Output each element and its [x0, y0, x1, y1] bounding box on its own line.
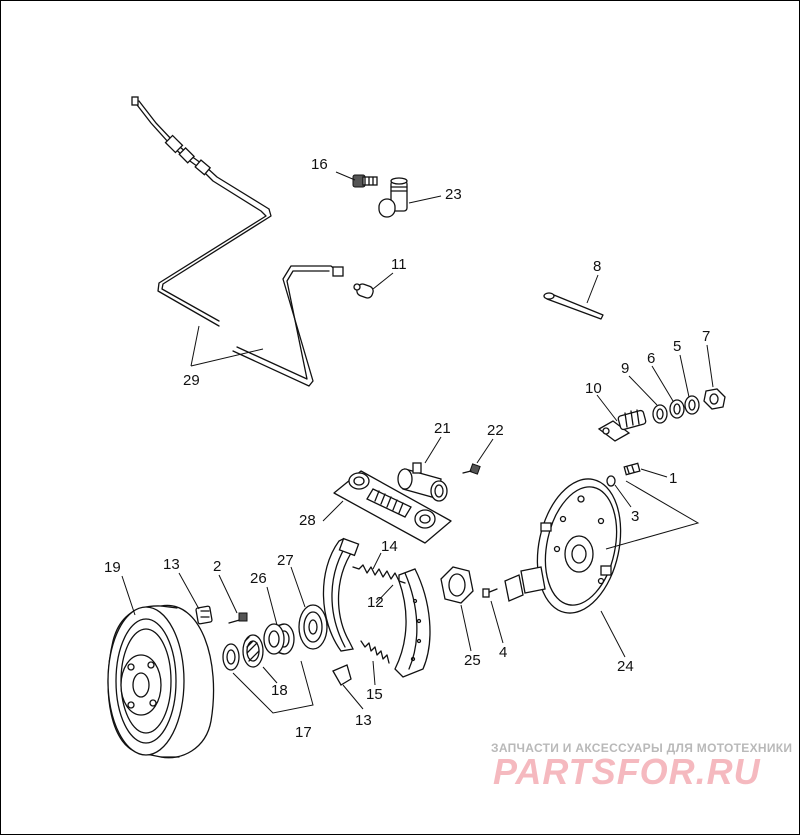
callout-6: 6 [647, 350, 655, 367]
callout-2: 2 [213, 558, 221, 575]
bolt-1 [623, 462, 641, 476]
axle-nut-25 [440, 566, 474, 604]
callout-5: 5 [673, 338, 681, 355]
callout-27: 27 [277, 552, 294, 569]
cylinder-kit-28 [333, 470, 452, 544]
washer-9 [652, 404, 668, 424]
spacer-26 [263, 623, 295, 655]
retainer-clip-13-top [195, 605, 213, 625]
brake-drum-19 [107, 604, 215, 759]
seal-17 [222, 643, 240, 671]
callout-1: 1 [669, 470, 677, 487]
screw-2 [228, 612, 248, 624]
callout-26: 26 [250, 570, 267, 587]
return-spring-14 [352, 564, 406, 584]
brake-shoe-left [322, 537, 360, 652]
adjuster-4 [482, 566, 546, 602]
retainer-clip-13-bottom [332, 664, 352, 686]
callout-3: 3 [631, 508, 639, 525]
backing-plate-24 [536, 478, 622, 614]
callout-9: 9 [621, 360, 629, 377]
callout-15: 15 [366, 686, 383, 703]
callout-17: 17 [295, 724, 312, 741]
brake-shoe-12 [394, 568, 431, 678]
callout-11: 11 [391, 256, 407, 273]
washer-5 [684, 395, 700, 415]
callout-19: 19 [104, 559, 121, 576]
bleed-valve-11 [353, 283, 374, 299]
callout-23: 23 [445, 186, 462, 203]
callout-25: 25 [464, 652, 481, 669]
banjo-bolt-16 [352, 174, 378, 188]
callout-18: 18 [271, 682, 288, 699]
banjo-fitting-23 [378, 177, 408, 218]
washer-6 [669, 399, 685, 419]
leader-lines [121, 171, 714, 714]
callout-28: 28 [299, 512, 316, 529]
callout-22: 22 [487, 422, 504, 439]
cotter-pin-8 [543, 292, 604, 320]
watermark-tagline: ЗАПЧАСТИ И АКСЕССУАРЫ ДЛЯ МОТОТЕХНИКИ [491, 741, 793, 755]
bearing-18 [242, 634, 264, 668]
brake-line-29 [131, 96, 344, 387]
bearing-27 [298, 604, 328, 650]
callout-labels: 16 23 11 8 29 9 6 5 7 10 1 3 21 22 28 14… [104, 156, 710, 741]
callout-4: 4 [499, 644, 507, 661]
callout-12: 12 [367, 594, 384, 611]
ring-3 [606, 475, 616, 487]
callout-24: 24 [617, 658, 634, 675]
wheel-cylinder-21 [397, 462, 448, 502]
callout-13-bottom: 13 [355, 712, 372, 729]
callout-21: 21 [434, 420, 451, 437]
bleed-screw-22 [462, 463, 481, 475]
callout-13-top: 13 [163, 556, 180, 573]
nut-7 [703, 388, 726, 410]
callout-8: 8 [593, 258, 601, 275]
callout-29: 29 [183, 372, 200, 389]
return-spring-15 [360, 640, 390, 664]
brake-lever-10 [597, 409, 647, 442]
callout-14: 14 [381, 538, 398, 555]
callout-16: 16 [311, 156, 328, 173]
callout-7: 7 [702, 328, 710, 345]
watermark-logo: PARTSFOR.RU [493, 751, 761, 792]
callout-10: 10 [585, 380, 602, 397]
